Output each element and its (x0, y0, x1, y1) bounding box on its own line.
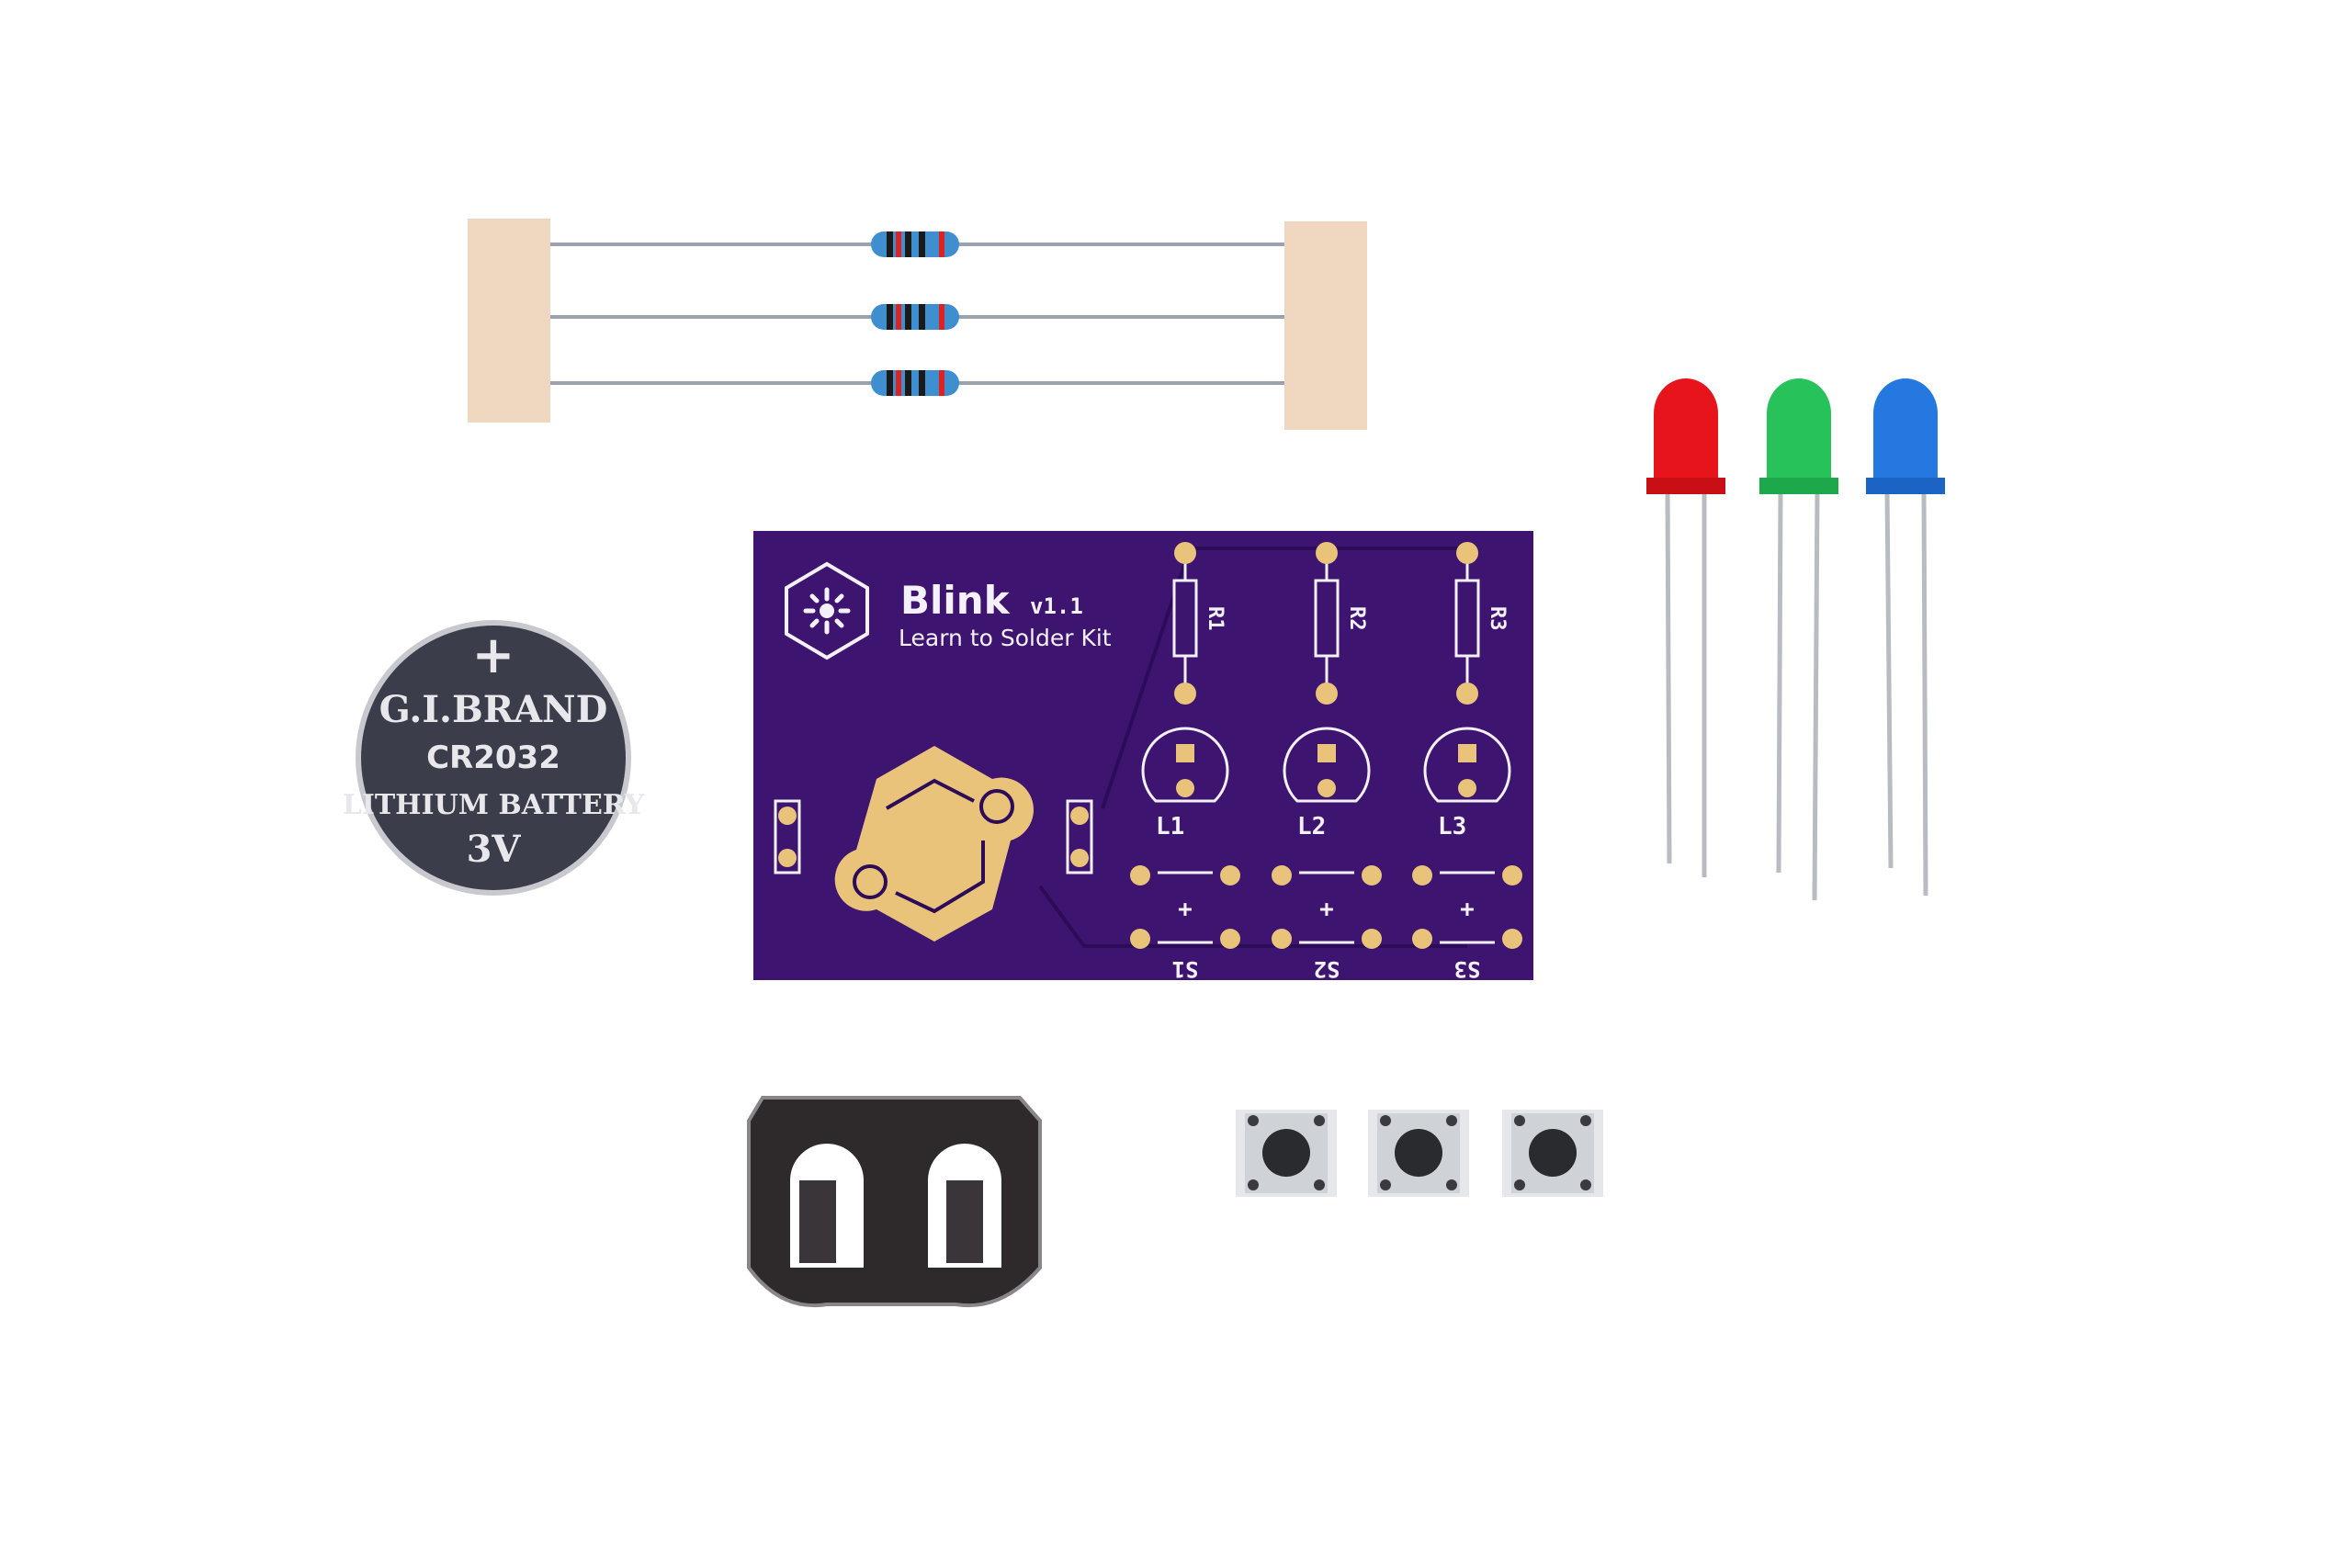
switch-symbol: + (1319, 896, 1334, 923)
label-text: G.I.BRAND (379, 688, 608, 731)
switch-label: S1 (1172, 956, 1199, 982)
logo-hexagon-icon (785, 561, 869, 660)
label-text: + (472, 625, 515, 685)
led-green (1759, 378, 1838, 901)
led-blue (1866, 378, 1945, 897)
led-label: L3 (1438, 813, 1466, 840)
pcb-version: v1.1 (1030, 593, 1083, 619)
led-label: L1 (1156, 813, 1184, 840)
resistor-strip (468, 219, 1367, 430)
tactile-button (1368, 1110, 1469, 1197)
coin-battery: + G.I.BRAND CR2032 LITHIUM BATTERY 3V (343, 620, 645, 896)
label-text: LITHIUM BATTERY (343, 789, 645, 821)
led-label: L2 (1297, 813, 1326, 840)
switch-symbol: + (1460, 896, 1475, 923)
tactile-button (1502, 1110, 1603, 1197)
pcb-subtitle: Learn to Solder Kit (899, 625, 1112, 651)
header-pads (774, 799, 1093, 874)
battery-holder (747, 1096, 1042, 1308)
resistor-label: R1 (1204, 606, 1227, 631)
led-red (1646, 378, 1725, 877)
switch-label: S3 (1454, 956, 1481, 982)
label-text: CR2032 (426, 739, 560, 776)
resistor (871, 231, 959, 396)
resistor-label: R3 (1486, 606, 1509, 631)
battery-pad (834, 746, 1034, 942)
resistor-label: R2 (1345, 606, 1368, 631)
switch-label: S2 (1314, 956, 1340, 982)
pcb-title: Blink (900, 578, 1011, 623)
label-text: 3V (467, 828, 522, 871)
tactile-buttons (1236, 1110, 1603, 1197)
switch-symbol: + (1178, 896, 1193, 923)
tactile-button (1236, 1110, 1337, 1197)
